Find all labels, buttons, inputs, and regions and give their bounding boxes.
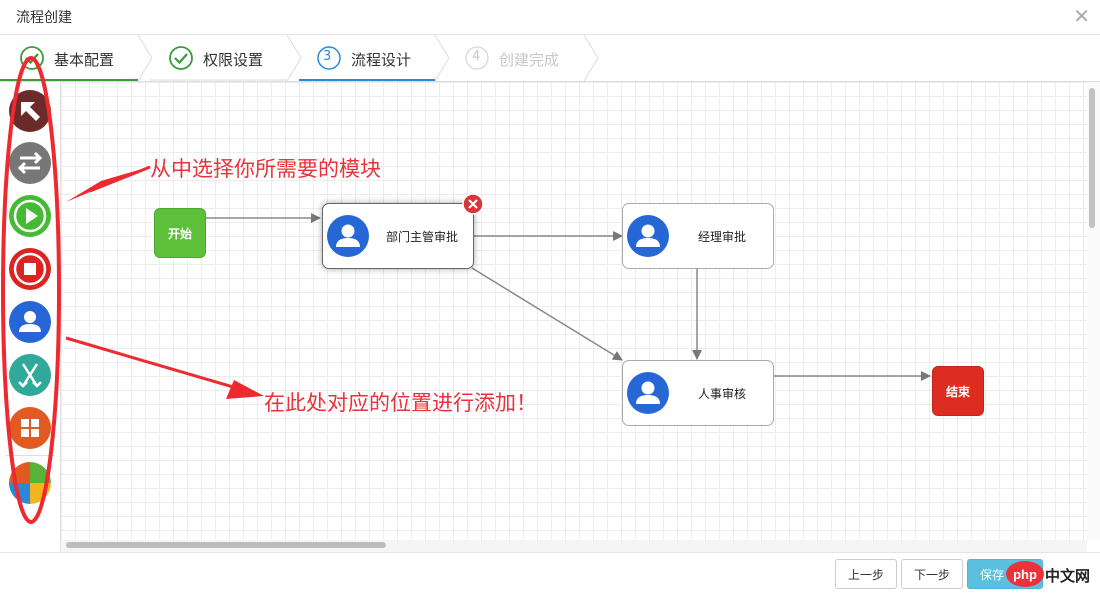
end-stop-icon	[13, 252, 47, 286]
step-4-number: 4	[472, 49, 481, 64]
flow-connectors	[206, 213, 931, 381]
step-separator	[286, 35, 302, 81]
step-wizard-graphic	[0, 35, 599, 81]
connector-dept-to-hr[interactable]	[471, 267, 623, 361]
end-node[interactable]: 结束	[932, 366, 984, 416]
vertical-scroll-thumb[interactable]	[1089, 88, 1095, 228]
prev-step-button[interactable]: 上一步	[835, 559, 897, 589]
annotation-text: 从中选择你所需要的模块	[150, 157, 381, 181]
subprocess-grid-icon	[21, 419, 39, 437]
step-1-label[interactable]: 基本配置	[54, 51, 115, 69]
person-icon	[327, 215, 369, 257]
annotation-text: 在此处对应的位置进行添加！	[264, 391, 537, 415]
person-icon	[627, 215, 669, 257]
task-node-label: 部门主管审批	[385, 229, 458, 244]
step-wizard: 3 4 基本配置 权限设置 流程设计 创建完成	[0, 35, 1100, 82]
step-number-circle	[465, 46, 489, 70]
step-separator	[583, 35, 599, 81]
start-node-tool-button[interactable]	[9, 195, 51, 237]
delete-node-icon[interactable]	[462, 193, 484, 215]
task-node-label: 人事审核	[697, 386, 746, 401]
task-node-label: 经理审批	[697, 229, 746, 244]
task-node-tool-button[interactable]	[9, 301, 51, 343]
watermark-text: 中文网	[1045, 567, 1091, 585]
step-2-label[interactable]: 权限设置	[203, 51, 264, 69]
end-node-tool-button[interactable]	[9, 248, 51, 290]
group-tool-button[interactable]	[9, 462, 51, 504]
step-check-icon	[169, 46, 193, 70]
connect-arrows-icon	[17, 151, 43, 175]
horizontal-scroll-thumb[interactable]	[66, 542, 386, 548]
svg-text:php: php	[1013, 567, 1037, 582]
palette-divider	[6, 455, 54, 456]
dialog-title: 流程创建	[16, 10, 72, 26]
php-logo-icon: php	[1006, 561, 1044, 587]
connect-tool-button[interactable]	[9, 142, 51, 184]
task-node-hr-review[interactable]: 人事审核	[622, 360, 774, 426]
select-arrow-icon	[21, 102, 40, 121]
step-3-number: 3	[323, 49, 332, 64]
person-task-icon	[19, 311, 41, 332]
start-play-icon	[13, 199, 47, 233]
step-check-icon	[20, 46, 44, 70]
step-separator	[434, 35, 450, 81]
group-tiles-icon	[9, 462, 51, 504]
step-3-label[interactable]: 流程设计	[351, 51, 412, 69]
subprocess-tool-button[interactable]	[9, 407, 51, 449]
node-palette	[0, 82, 61, 552]
step-4-label[interactable]: 创建完成	[499, 51, 560, 69]
task-node-dept-approval[interactable]: 部门主管审批	[322, 203, 474, 269]
dialog-footer: 上一步 下一步 保存	[0, 552, 1100, 594]
step-number-circle	[317, 46, 341, 70]
branch-fork-icon	[18, 363, 42, 388]
dialog-titlebar: 流程创建 ✕	[0, 0, 1100, 35]
start-node[interactable]: 开始	[154, 208, 206, 258]
watermark: php 中文网	[1005, 559, 1095, 589]
task-node-manager-approval[interactable]: 经理审批	[622, 203, 774, 269]
next-step-button[interactable]: 下一步	[901, 559, 963, 589]
person-icon	[627, 372, 669, 414]
select-tool-button[interactable]	[9, 90, 51, 132]
close-icon[interactable]: ✕	[1073, 4, 1090, 28]
flow-canvas[interactable]: 开始 部门主管审批 经理审批 人事审核 结束	[61, 82, 1087, 540]
step-separator	[137, 35, 153, 81]
branch-tool-button[interactable]	[9, 354, 51, 396]
